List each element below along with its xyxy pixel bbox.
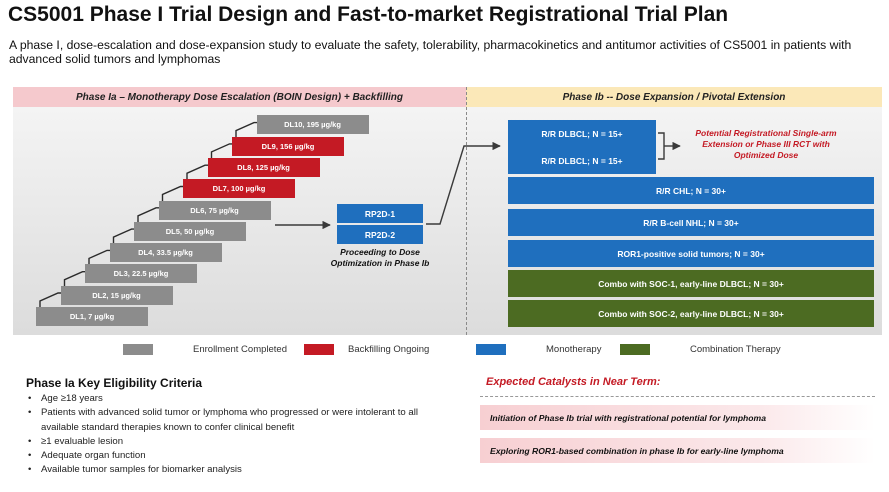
page-title: CS5001 Phase I Trial Design and Fast-to-… (8, 3, 729, 26)
legend-monotherapy: Monotherapy (476, 343, 601, 355)
legend-label: Monotherapy (546, 343, 602, 355)
dose-level-3: DL3, 22.5 µg/kg (85, 264, 197, 284)
criteria-text: Adequate organ function (41, 450, 146, 462)
legend-enrollment-completed: Enrollment Completed (123, 343, 287, 355)
catalysts-title: Expected Catalysts in Near Term: (486, 376, 661, 388)
legend-swatch (123, 343, 153, 355)
criteria-title: Phase Ia Key Eligibility Criteria (26, 376, 203, 390)
arm-rr-bcell-nhl: R/R B-cell NHL; N = 30+ (508, 209, 874, 236)
dose-level-6: DL6, 75 µg/kg (158, 200, 271, 220)
criteria-text: Available tumor samples for biomarker an… (41, 464, 242, 476)
catalyst-item-1: Initiation of Phase Ib trial with regist… (480, 405, 875, 430)
legend-label: Enrollment Completed (193, 343, 287, 355)
list-item: •Patients with advanced solid tumor or l… (28, 407, 419, 433)
phase-divider (466, 87, 467, 335)
dose-level-2: DL2, 15 µg/kg (60, 285, 173, 305)
arm-combo-soc-2: Combo with SOC-2, early-line DLBCL; N = … (508, 300, 874, 327)
arm-rr-dlbcl-1: R/R DLBCL; N = 15+ (508, 120, 656, 147)
potential-registration-note: Potential Registrational Single-arm Exte… (695, 128, 837, 160)
arm-rr-dlbcl-2: R/R DLBCL; N = 15+ (508, 147, 656, 174)
arm-ror1-solid-tumors: ROR1-positive solid tumors; N = 30+ (508, 240, 874, 267)
page-subtitle: A phase I, dose-escalation and dose-expa… (9, 38, 852, 66)
phase-ib-header: Phase Ib -- Dose Expansion / Pivotal Ext… (466, 87, 882, 107)
rp2d-2-box: RP2D-2 (337, 225, 423, 244)
rp2d-1-box: RP2D-1 (337, 204, 423, 223)
legend-label: Backfilling Ongoing (348, 343, 430, 355)
dose-level-4: DL4, 33.5 µg/kg (109, 243, 222, 263)
list-item: •Available tumor samples for biomarker a… (28, 464, 242, 476)
dose-level-7: DL7, 100 µg/kg (183, 179, 295, 199)
legend-swatch (620, 343, 650, 355)
criteria-text: ≥1 evaluable lesion (41, 435, 124, 447)
list-item: •≥1 evaluable lesion (28, 435, 124, 447)
list-item: •Age ≥18 years (28, 393, 103, 404)
criteria-list: •Age ≥18 years •Patients with advanced s… (26, 392, 456, 478)
arm-combo-soc-1: Combo with SOC-1, early-line DLBCL; N = … (508, 270, 874, 297)
legend-backfilling-ongoing: Backfilling Ongoing (304, 343, 429, 355)
legend-combination-therapy: Combination Therapy (620, 343, 781, 355)
legend-swatch (476, 343, 506, 355)
legend-label: Combination Therapy (690, 343, 781, 355)
dose-level-8: DL8, 125 µg/kg (207, 157, 320, 177)
proceeding-note: Proceeding to Dose Optimization in Phase… (330, 247, 430, 268)
arm-rr-chl: R/R CHL; N = 30+ (508, 177, 874, 204)
phase-ia-header: Phase Ia – Monotherapy Dose Escalation (… (13, 87, 466, 107)
list-item: •Adequate organ function (28, 450, 146, 462)
dose-level-10: DL10, 195 µg/kg (256, 115, 369, 135)
catalysts-divider (480, 396, 875, 397)
dose-level-5: DL5, 50 µg/kg (134, 221, 246, 241)
dose-level-1: DL1, 7 µg/kg (36, 307, 148, 326)
dose-level-9: DL9, 156 µg/kg (232, 136, 344, 156)
criteria-text: Patients with advanced solid tumor or ly… (41, 407, 419, 433)
catalyst-item-2: Exploring ROR1-based combination in phas… (480, 438, 875, 463)
criteria-text: Age ≥18 years (41, 393, 103, 404)
legend-swatch (304, 343, 334, 355)
